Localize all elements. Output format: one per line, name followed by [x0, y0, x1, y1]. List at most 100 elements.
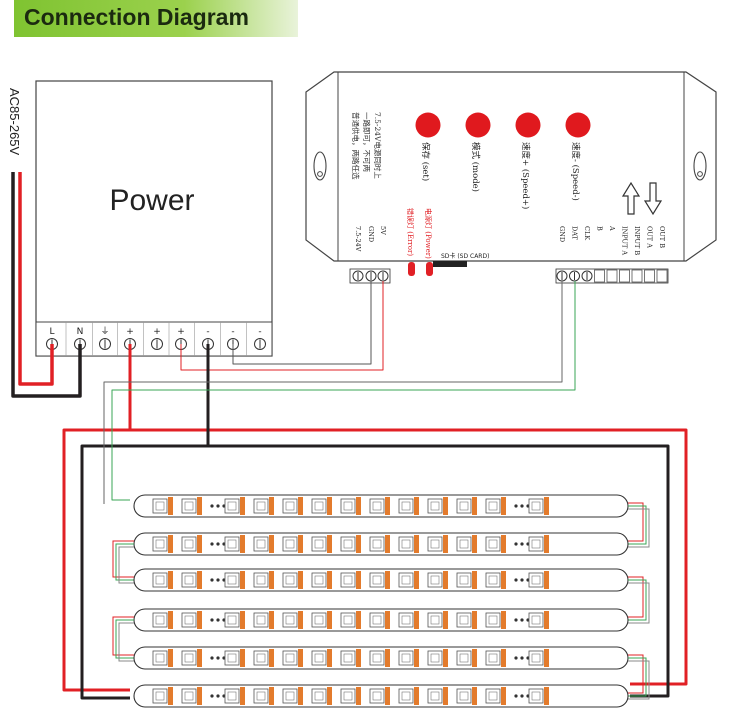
- led-label: 错误灯 (Error): [406, 208, 415, 256]
- controller-signal-label: INPUT A: [621, 226, 629, 255]
- continuation-dots-icon: [514, 542, 530, 546]
- led-chip-icon: [427, 497, 448, 515]
- continuation-dots-icon: [210, 578, 226, 582]
- led-chip-icon: [528, 571, 549, 589]
- led-strip-matrix: [112, 494, 650, 708]
- led-chip-icon: [340, 571, 361, 589]
- led-label: 电源灯 (Power): [424, 208, 433, 259]
- led-chip-icon: [181, 649, 202, 667]
- led-chip-icon: [427, 687, 448, 705]
- controller-button[interactable]: 模式 (mode): [465, 112, 491, 192]
- sd-card-slot: SD卡 (SD CARD): [433, 252, 489, 267]
- led-chip-icon: [152, 611, 173, 629]
- terminal-screw-icon: [99, 338, 111, 350]
- terminal-screw-icon: [352, 270, 364, 282]
- controller-buttons: 保存 (set) 模式 (mode) 速度+ (Speed+) 速度- (Speed-…: [415, 112, 591, 210]
- led-chip-icon: [181, 497, 202, 515]
- led-chip-icon: [427, 571, 448, 589]
- controller-button-label: 模式 (mode): [470, 142, 481, 192]
- terminal-screw-icon: [365, 270, 377, 282]
- continuation-dots-icon: [514, 504, 530, 508]
- mount-hole-right-icon: [693, 151, 707, 181]
- controller-power-label: 5V: [379, 226, 387, 235]
- ac-input-label: AC85-265V: [7, 88, 22, 156]
- led-chip-icon: [456, 611, 477, 629]
- led-chip-icon: [427, 649, 448, 667]
- led-chip-icon: [181, 535, 202, 553]
- led-chip-icon: [152, 535, 173, 553]
- power-terminal-label: ⏚: [100, 326, 109, 337]
- led-chip-icon: [485, 611, 506, 629]
- led-chip-icon: [398, 497, 419, 515]
- controller-power-label: 7.5-24V: [354, 226, 362, 252]
- led-chip-icon: [224, 611, 245, 629]
- led-strip: [133, 532, 629, 556]
- continuation-dots-icon: [514, 578, 530, 582]
- led-chip-icon: [282, 571, 303, 589]
- led-chip-icon: [311, 535, 332, 553]
- led-chip-icon: [369, 571, 390, 589]
- led-chip-icon: [456, 535, 477, 553]
- led-chip-icon: [398, 649, 419, 667]
- strip-jumper-wires: [628, 502, 650, 548]
- led-chip-icon: [485, 687, 506, 705]
- led-chip-icon: [311, 571, 332, 589]
- controller-button-label: 速度+ (Speed+): [520, 142, 531, 209]
- led-chip-icon: [340, 649, 361, 667]
- mount-hole-left-icon: [313, 151, 327, 181]
- terminal-screw-icon: [151, 338, 163, 350]
- led-chip-icon: [311, 497, 332, 515]
- led-chip-icon: [340, 497, 361, 515]
- led-chip-icon: [398, 571, 419, 589]
- led-chip-icon: [224, 571, 245, 589]
- led-strip: [133, 568, 629, 592]
- led-chip-icon: [456, 649, 477, 667]
- led-chip-icon: [224, 649, 245, 667]
- terminal-block-icon: [656, 269, 668, 283]
- led-chip-icon: [340, 611, 361, 629]
- continuation-dots-icon: [514, 694, 530, 698]
- led-chip-icon: [456, 687, 477, 705]
- terminal-block-icon: [606, 269, 618, 283]
- continuation-dots-icon: [210, 542, 226, 546]
- led-chip-icon: [311, 687, 332, 705]
- led-chip-icon: [485, 571, 506, 589]
- terminal-screw-icon: [254, 338, 266, 350]
- controller-button[interactable]: 保存 (set): [415, 112, 441, 182]
- controller-button[interactable]: 速度- (Speed-): [565, 112, 591, 201]
- led-chip-icon: [282, 687, 303, 705]
- down-arrow-icon: [643, 182, 663, 216]
- power-terminal-label: -: [258, 327, 261, 337]
- continuation-dots-icon: [210, 618, 226, 622]
- power-terminal-label: L: [49, 327, 54, 337]
- led-strip: [133, 646, 629, 670]
- power-terminal-label: -: [231, 327, 234, 337]
- led-chip-icon: [282, 649, 303, 667]
- led-chip-icon: [253, 687, 274, 705]
- controller-note: 一路即可，不可两: [362, 112, 372, 172]
- led-chip-icon: [311, 649, 332, 667]
- controller-signal-label: GND: [558, 226, 566, 242]
- led-chip-icon: [369, 687, 390, 705]
- led-chip-icon: [253, 649, 274, 667]
- controller-button-label: 保存 (set): [420, 142, 431, 181]
- led-chip-icon: [224, 535, 245, 553]
- led-indicator: [408, 262, 415, 276]
- terminal-block-icon: [619, 269, 630, 283]
- controller-button[interactable]: 速度+ (Speed+): [515, 112, 541, 210]
- controller-note: 7.5-24V电源同时上: [373, 112, 383, 179]
- led-chip-icon: [456, 571, 477, 589]
- led-chip-icon: [528, 611, 549, 629]
- terminal-screw-icon: [377, 270, 389, 282]
- terminal-screw-icon: [581, 270, 593, 282]
- led-chip-icon: [528, 497, 549, 515]
- led-chip-icon: [528, 649, 549, 667]
- title-banner: Connection Diagram: [14, 0, 298, 37]
- led-chip-icon: [485, 497, 506, 515]
- controller-leds: 错误灯 (Error) 电源灯 (Power): [406, 208, 433, 276]
- controller-note: 普通供电，两路任选: [351, 112, 361, 180]
